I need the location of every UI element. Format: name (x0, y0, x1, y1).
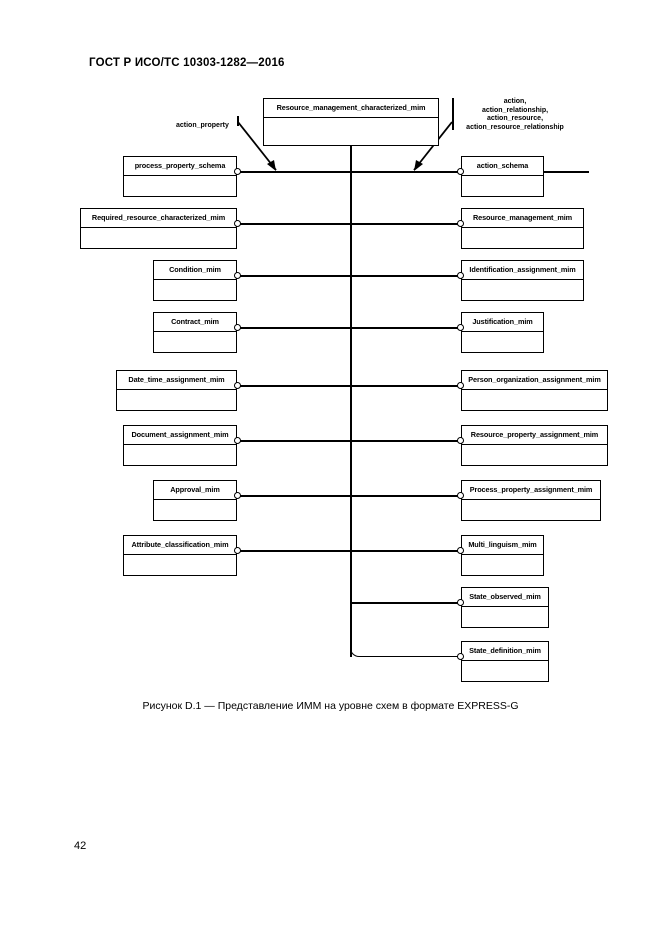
node-left-2-label: Condition_mim (154, 261, 236, 280)
node-left-6[interactable]: Approval_mim (153, 480, 237, 521)
express-g-diagram: Resource_management_characterized_mim ac… (0, 88, 661, 688)
conn-dot-left-1 (234, 220, 241, 227)
conn-dot-right-0 (457, 168, 464, 175)
branch-left-2 (237, 275, 351, 277)
node-right-9[interactable]: State_definition_mim (461, 641, 549, 682)
node-root-body (264, 118, 438, 164)
node-right-1-label: Resource_management_mim (462, 209, 583, 228)
node-right-6-label: Process_property_assignment_mim (462, 481, 600, 500)
node-right-0[interactable]: action_schema (461, 156, 544, 197)
edge-label-action-relationship: action_relationship, (481, 106, 549, 114)
branch-left-4 (237, 385, 351, 387)
edge-label-action-resource: action_resource, (486, 115, 544, 123)
node-left-0[interactable]: process_property_schema (123, 156, 237, 197)
conn-dot-left-0 (234, 168, 241, 175)
node-left-1[interactable]: Required_resource_characterized_mim (80, 208, 237, 249)
conn-dot-right-1 (457, 220, 464, 227)
node-right-4-label: Person_organization_assignment_mim (462, 371, 607, 390)
node-left-5-label: Document_assignment_mim (124, 426, 236, 445)
node-left-7[interactable]: Attribute_classification_mim (123, 535, 237, 576)
node-right-2-label: Identification_assignment_mim (462, 261, 583, 280)
node-right-4[interactable]: Person_organization_assignment_mim (461, 370, 608, 411)
conn-dot-left-6 (234, 492, 241, 499)
diagonal-connector-left (237, 121, 277, 171)
branch-left-7 (237, 550, 351, 552)
branch-right-2 (350, 275, 461, 277)
page-header: ГОСТ Р ИСО/ТС 10303-1282—2016 (89, 57, 285, 69)
branch-right-1 (350, 223, 461, 225)
branch-right-3 (350, 327, 461, 329)
left-label-stem (237, 116, 239, 126)
conn-dot-left-4 (234, 382, 241, 389)
node-left-5[interactable]: Document_assignment_mim (123, 425, 237, 466)
node-left-1-label: Required_resource_characterized_mim (81, 209, 236, 228)
branch-right-0 (350, 171, 461, 173)
node-right-9-label: State_definition_mim (462, 642, 548, 661)
node-right-2[interactable]: Identification_assignment_mim (461, 260, 584, 301)
edge-label-action-group: action, action_relationship, action_reso… (455, 98, 575, 132)
root-stem (350, 146, 352, 172)
edge-label-action: action, (503, 98, 527, 105)
branch-left-0 (237, 171, 351, 173)
conn-dot-right-3 (457, 324, 464, 331)
node-left-3-label: Contract_mim (154, 313, 236, 332)
conn-dot-right-4 (457, 382, 464, 389)
node-left-6-label: Approval_mim (154, 481, 236, 500)
conn-dot-left-5 (234, 437, 241, 444)
diagonal-connector-right (413, 121, 453, 171)
conn-dot-left-7 (234, 547, 241, 554)
node-right-7-label: Multi_linguism_mim (462, 536, 543, 555)
conn-dot-right-8 (457, 599, 464, 606)
branch-left-5 (237, 440, 351, 442)
node-right-3[interactable]: Justification_mim (461, 312, 544, 353)
node-right-6[interactable]: Process_property_assignment_mim (461, 480, 601, 521)
node-right-3-label: Justification_mim (462, 313, 543, 332)
central-spine (350, 171, 352, 657)
branch-left-1 (237, 223, 351, 225)
branch-right-5 (350, 440, 461, 442)
node-root-label: Resource_management_characterized_mim (264, 99, 438, 118)
conn-dot-left-3 (234, 324, 241, 331)
node-right-5[interactable]: Resource_property_assignment_mim (461, 425, 608, 466)
node-left-7-label: Attribute_classification_mim (124, 536, 236, 555)
conn-dot-left-2 (234, 272, 241, 279)
node-right-7[interactable]: Multi_linguism_mim (461, 535, 544, 576)
node-root[interactable]: Resource_management_characterized_mim (263, 98, 439, 146)
node-left-3[interactable]: Contract_mim (153, 312, 237, 353)
node-left-0-label: process_property_schema (124, 157, 236, 176)
conn-dot-right-7 (457, 547, 464, 554)
branch-right-4 (350, 385, 461, 387)
branch-left-6 (237, 495, 351, 497)
conn-dot-right-5 (457, 437, 464, 444)
edge-label-action-resource-relationship: action_resource_relationship (466, 123, 564, 131)
edge-label-action-property: action_property (176, 122, 229, 129)
figure-caption: Рисунок D.1 — Представление ИММ на уровн… (142, 700, 519, 712)
node-left-2[interactable]: Condition_mim (153, 260, 237, 301)
node-right-8[interactable]: State_observed_mim (461, 587, 549, 628)
conn-dot-right-2 (457, 272, 464, 279)
node-right-0-label: action_schema (462, 157, 543, 176)
branch-left-3 (237, 327, 351, 329)
conn-dot-right-6 (457, 492, 464, 499)
branch-right-8 (350, 602, 461, 604)
right-label-stem (452, 98, 454, 130)
node-left-4-label: Date_time_assignment_mim (117, 371, 236, 390)
branch-right-6 (350, 495, 461, 497)
page-number: 42 (74, 840, 87, 852)
node-left-4[interactable]: Date_time_assignment_mim (116, 370, 237, 411)
spine-bottom-corner (350, 636, 462, 657)
conn-dot-right-9 (457, 653, 464, 660)
node-right-5-label: Resource_property_assignment_mim (462, 426, 607, 445)
node-right-1[interactable]: Resource_management_mim (461, 208, 584, 249)
branch-right-7 (350, 550, 461, 552)
node-right-8-label: State_observed_mim (462, 588, 548, 607)
